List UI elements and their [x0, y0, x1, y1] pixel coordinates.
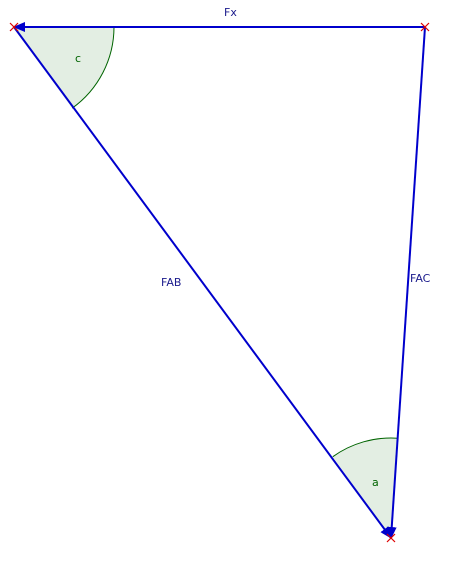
angle-label-c: c — [75, 52, 81, 65]
point-marker-top-left[interactable] — [9, 22, 19, 32]
vector-label-fac: FAC — [410, 272, 431, 285]
angle-sector-a[interactable] — [332, 437, 398, 538]
vector-label-fab: FAB — [161, 276, 181, 289]
angle-arc-c — [71, 26, 115, 109]
angle-arc-a — [332, 437, 398, 458]
vector-label-fx: Fx — [224, 6, 237, 19]
angle-label-a: a — [372, 476, 379, 489]
vector-fab[interactable] — [13, 26, 392, 539]
angle-sector-c[interactable] — [14, 27, 114, 109]
point-marker-top-right[interactable] — [420, 22, 430, 32]
point-marker-bottom[interactable] — [386, 533, 396, 543]
vector-fac[interactable] — [386, 26, 426, 539]
